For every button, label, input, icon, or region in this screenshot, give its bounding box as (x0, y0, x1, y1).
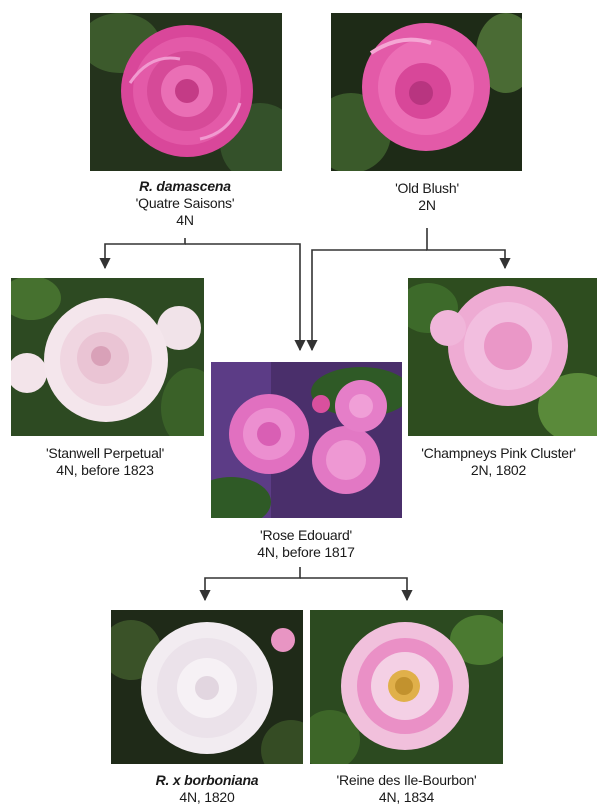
old-blush-cultivar: 'Old Blush' (327, 180, 527, 197)
stanwell-ploidy: 4N, before 1823 (5, 462, 205, 479)
arrow-edouard-to-reine (300, 578, 407, 600)
reine-cultivar: 'Reine des Ile-Bourbon' (305, 772, 508, 789)
champneys-photo (408, 278, 597, 436)
reine-photo (310, 610, 503, 764)
damascena-photo (90, 13, 282, 171)
reine-caption: 'Reine des Ile-Bourbon' 4N, 1834 (305, 772, 508, 806)
damascena-caption: R. damascena 'Quatre Saisons' 4N (85, 178, 285, 229)
champneys-caption: 'Champneys Pink Cluster' 2N, 1802 (400, 445, 597, 479)
arrow-old-blush-to-champneys (427, 228, 505, 268)
rose-edouard-cultivar: 'Rose Edouard' (206, 527, 406, 544)
borboniana-ploidy: 4N, 1820 (107, 789, 307, 806)
stanwell-cultivar: 'Stanwell Perpetual' (5, 445, 205, 462)
champneys-ploidy: 2N, 1802 (400, 462, 597, 479)
old-blush-ploidy: 2N (327, 197, 527, 214)
damascena-ploidy: 4N (85, 212, 285, 229)
arrow-damascena-to-stanwell (105, 238, 185, 268)
old-blush-caption: 'Old Blush' 2N (327, 180, 527, 214)
rose-edouard-caption: 'Rose Edouard' 4N, before 1817 (206, 527, 406, 561)
old-blush-photo (331, 13, 522, 171)
stanwell-photo (11, 278, 204, 436)
damascena-cultivar: 'Quatre Saisons' (85, 195, 285, 212)
damascena-species: R. damascena (85, 178, 285, 195)
borboniana-species: R. x borboniana (107, 772, 307, 789)
borboniana-caption: R. x borboniana 4N, 1820 (107, 772, 307, 806)
champneys-cultivar: 'Champneys Pink Cluster' (400, 445, 597, 462)
rose-edouard-photo (211, 362, 402, 518)
arrow-edouard-to-borboniana (205, 567, 300, 600)
borboniana-photo (111, 610, 303, 764)
rose-edouard-ploidy: 4N, before 1817 (206, 544, 406, 561)
stanwell-caption: 'Stanwell Perpetual' 4N, before 1823 (5, 445, 205, 479)
reine-ploidy: 4N, 1834 (305, 789, 508, 806)
